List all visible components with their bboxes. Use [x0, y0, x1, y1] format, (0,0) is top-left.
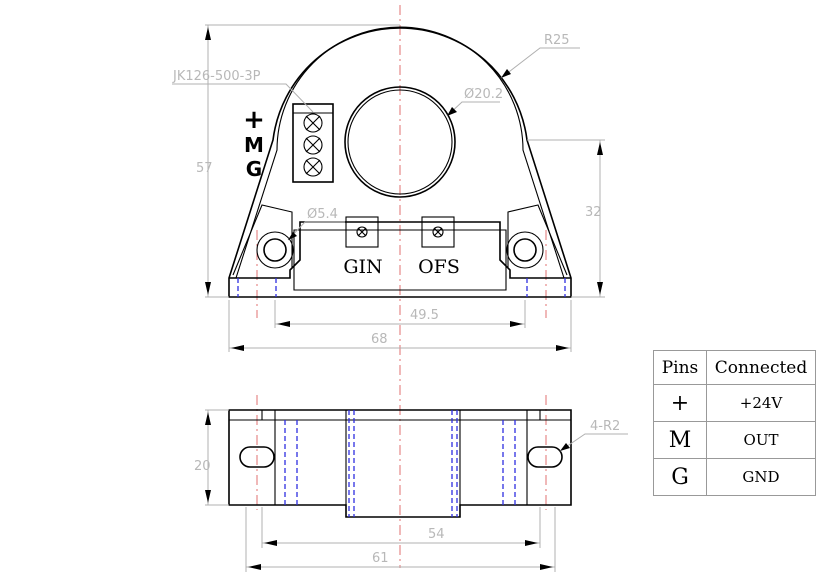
- bottom-height-dim: 20: [194, 459, 211, 474]
- side-height-dim: 32: [585, 205, 602, 220]
- hole-spacing-dim: 49.5: [410, 308, 439, 323]
- gain-potentiometer: [345, 216, 379, 248]
- offset-potentiometer: [421, 216, 455, 248]
- pin-table: Pins Connected + +24V M OUT G GND: [653, 350, 816, 496]
- slot-spacing-dim: 54: [428, 527, 445, 542]
- pin-cell: +: [653, 384, 707, 422]
- bottom-outline: [228, 409, 572, 518]
- sensor-inner-outline: [235, 26, 565, 279]
- height-dim: 57: [196, 161, 213, 176]
- left-flange: [232, 204, 293, 276]
- right-flange: [507, 204, 568, 276]
- connected-cell: GND: [706, 458, 816, 496]
- width-dim: 68: [371, 332, 388, 347]
- top-view-dimensions: JK126-500-3P R25 Ø20.2 57 Ø5.4 32 49.5: [172, 24, 605, 352]
- pin-mark-plus: +: [243, 105, 265, 135]
- pin-mark-m: M: [244, 133, 264, 157]
- table-row: G GND: [653, 458, 816, 496]
- bottom-view: [228, 409, 572, 518]
- sensor-outer-outline: [228, 27, 572, 298]
- terminal-block: [292, 103, 334, 183]
- pin-table-header-row: Pins Connected: [653, 350, 816, 385]
- center-aperture-inner: [347, 89, 453, 195]
- pin-cell: G: [653, 458, 707, 496]
- pin-cell: M: [653, 421, 707, 459]
- left-slot: [239, 446, 275, 468]
- slot-radius-dim: 4-R2: [590, 419, 620, 434]
- table-row: + +24V: [653, 384, 816, 422]
- base-step: [229, 221, 571, 279]
- bottom-width-dim: 61: [372, 551, 389, 566]
- offset-label: OFS: [418, 256, 460, 278]
- table-row: M OUT: [653, 421, 816, 459]
- bottom-view-dimensions: 20 4-R2 54 61: [194, 409, 628, 572]
- aperture-diameter-dim: Ø20.2: [464, 87, 503, 102]
- top-view: + M G GIN OFS: [228, 26, 572, 298]
- right-slot: [527, 446, 563, 468]
- radius-dim: R25: [544, 33, 570, 48]
- left-mount-hole: [263, 238, 287, 262]
- right-mount-hole: [513, 238, 537, 262]
- left-mount-hole-boss: [256, 231, 294, 269]
- connected-cell: OUT: [706, 421, 816, 459]
- center-aperture: [344, 86, 456, 198]
- right-mount-hole-boss: [506, 231, 544, 269]
- pins-header: Pins: [653, 350, 707, 385]
- connected-header: Connected: [706, 350, 816, 385]
- pin-mark-g: G: [246, 157, 262, 181]
- base-inner-step: [293, 229, 507, 291]
- mount-hole-dim: Ø5.4: [307, 207, 338, 222]
- part-number-label: JK126-500-3P: [172, 69, 261, 84]
- gain-label: GIN: [343, 256, 382, 278]
- connected-cell: +24V: [706, 384, 816, 422]
